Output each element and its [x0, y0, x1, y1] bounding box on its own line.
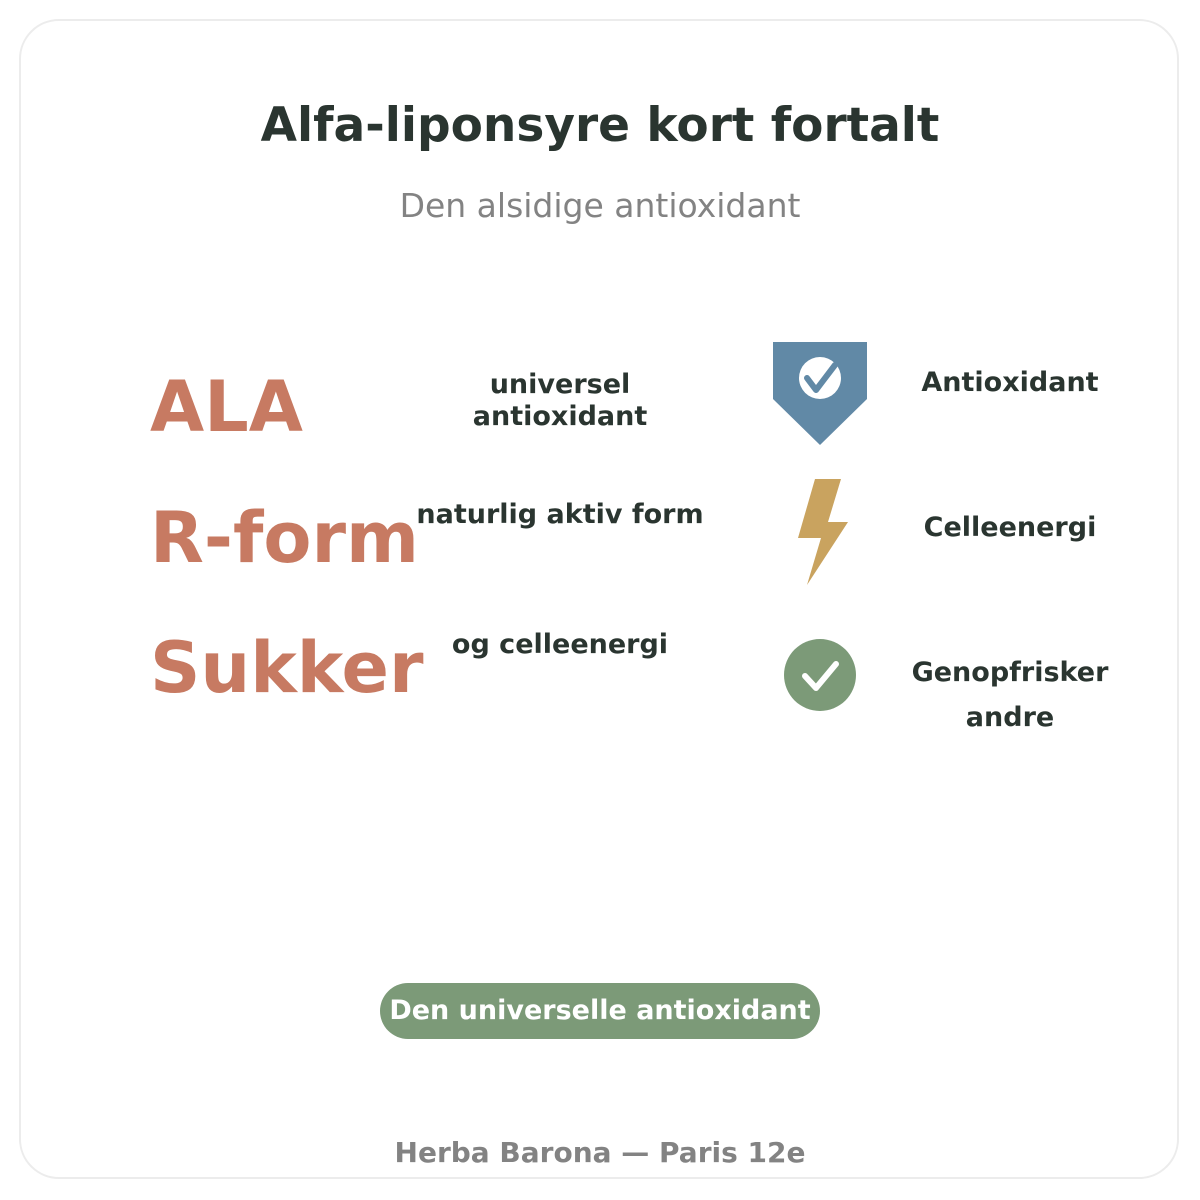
feature-label-celleenergi: Celleenergi: [923, 512, 1097, 543]
term-ala: ALA: [150, 366, 303, 448]
term-description-r-form: naturlig aktiv form: [416, 499, 704, 530]
checkmark-circle-icon: [784, 639, 856, 711]
lightning-bolt-icon: [798, 479, 848, 585]
footer-brand: Herba Barona — Paris 12e: [394, 1136, 806, 1169]
antioxidant-pill-button[interactable]: Den universelle antioxidant: [380, 983, 820, 1039]
term-description-sukker: og celleenergi: [451, 629, 669, 660]
shield-check-icon: [773, 342, 867, 445]
term-description-ala: universel antioxidant: [472, 369, 648, 433]
page-title: Alfa-liponsyre kort fortalt: [260, 98, 940, 153]
feature-label-antioxidant: Antioxidant: [921, 367, 1099, 398]
term-sukker: Sukker: [150, 627, 424, 709]
feature-label-genopfrisker: Genopfrisker andre: [911, 657, 1109, 733]
term-r-form: R-form: [150, 497, 419, 579]
page-subtitle: Den alsidige antioxidant: [399, 186, 801, 225]
